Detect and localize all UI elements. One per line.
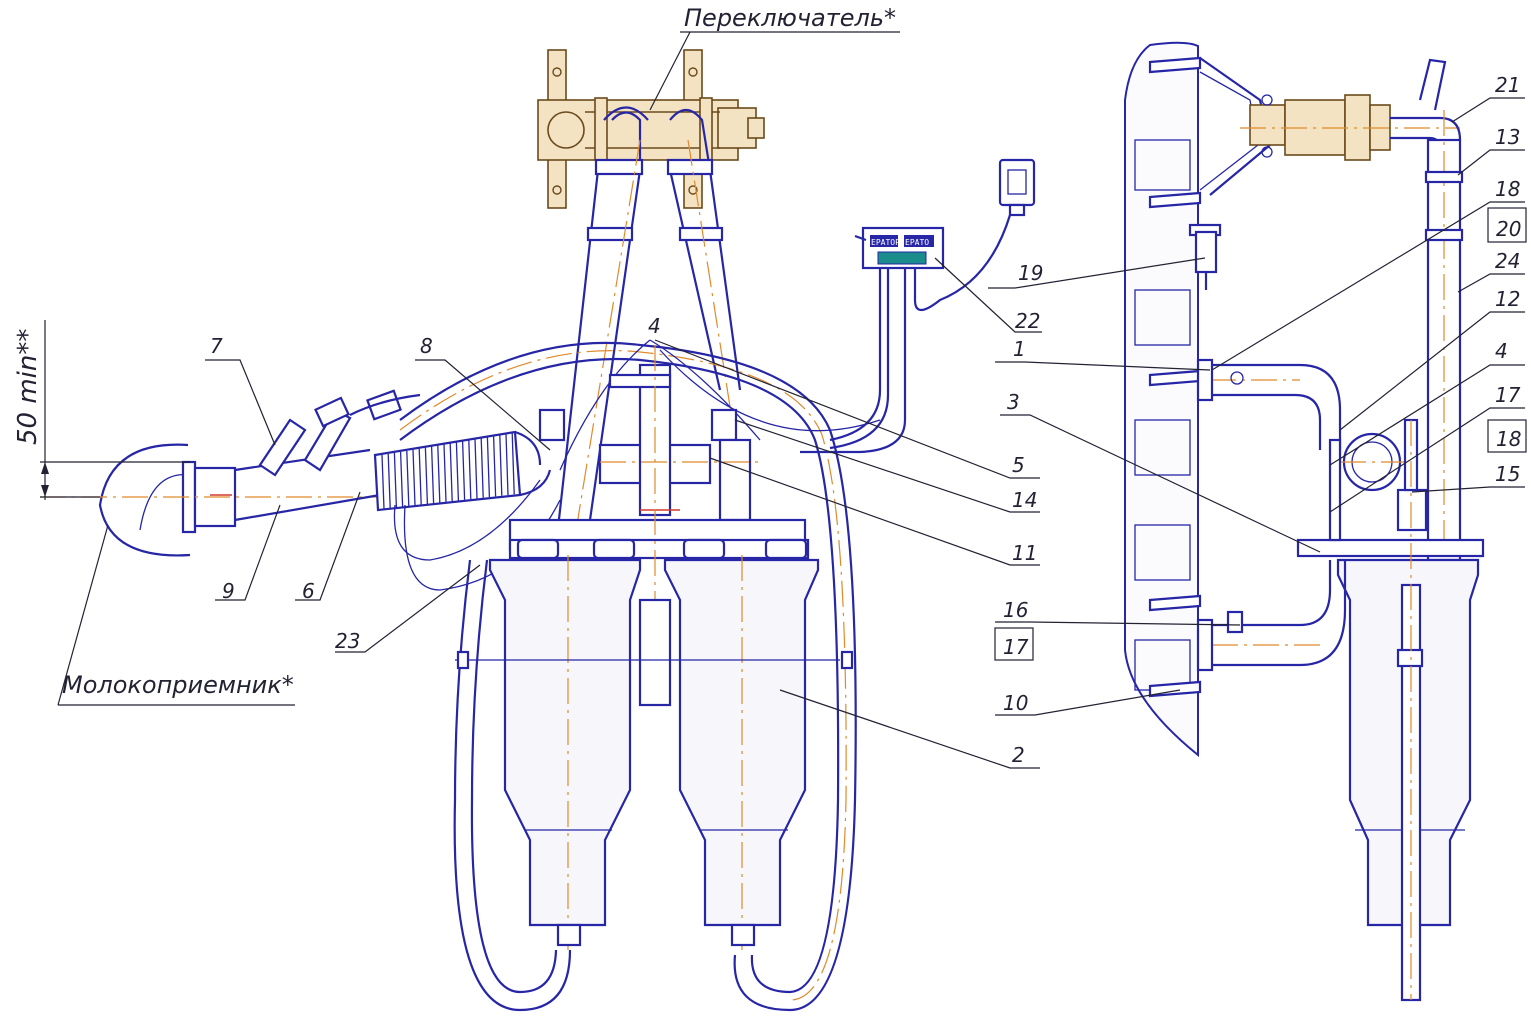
callout-13: 13 (1495, 125, 1520, 149)
controller-display-right: ЕРАТО (905, 238, 929, 247)
wall-anchors (1148, 56, 1202, 698)
callout-24: 24 (1495, 249, 1520, 273)
vertical-tube (1424, 110, 1464, 570)
callout-23: 23 (335, 629, 360, 653)
corrugated-hose (373, 430, 552, 512)
callout-17-side: 17 (1495, 383, 1521, 407)
callout-4-front: 4 (648, 314, 661, 338)
callout-2: 2 (1012, 743, 1025, 767)
callout-4-side: 4 (1495, 339, 1508, 363)
side-jar (1296, 418, 1485, 1002)
manifold (508, 345, 810, 707)
milk-receiver-nozzle (40, 443, 380, 557)
callout-8: 8 (420, 334, 433, 358)
callout-18-top: 18 (1495, 177, 1520, 201)
switch-block (537, 49, 765, 209)
callout-16: 16 (1003, 598, 1028, 622)
milk-jars (455, 538, 854, 950)
milk-receiver-label: Молокоприемник* (62, 671, 294, 699)
controller-display-left: ЕРАТОР (871, 238, 900, 247)
callout-18-side: 18 (1496, 427, 1521, 451)
callout-12: 12 (1495, 287, 1520, 311)
lower-pipe (1196, 560, 1347, 672)
callout-6: 6 (302, 579, 315, 603)
callout-17-lower: 17 (1003, 635, 1029, 659)
callout-11: 11 (1012, 541, 1037, 565)
wall (1124, 41, 1199, 758)
dimension-label: 50 min** (13, 329, 43, 445)
callout-19: 19 (1018, 261, 1043, 285)
callout-9: 9 (222, 579, 235, 603)
callout-10: 10 (1003, 691, 1028, 715)
vacuum-hose (399, 341, 857, 1012)
side-callouts: 21 13 18 20 24 12 1 3 4 17 18 15 16 17 1… (994, 73, 1527, 716)
callout-14: 14 (1012, 488, 1037, 512)
callout-15: 15 (1495, 462, 1520, 486)
callout-milk-receiver: Молокоприемник* (57, 524, 295, 706)
callout-7: 7 (210, 334, 223, 358)
milk-tube-9 (234, 389, 421, 522)
sensor-wires (393, 339, 881, 591)
front-view: ЕРАТОР ЕРАТО (40, 49, 1036, 1012)
callout-switch: Переключатель* (649, 4, 900, 111)
dimension-50min: 50 min** (13, 320, 190, 500)
callout-5: 5 (1012, 453, 1025, 477)
upper-bracket (1199, 57, 1462, 196)
callout-3: 3 (1007, 390, 1020, 414)
controller: ЕРАТОР ЕРАТО (800, 158, 1036, 454)
upper-pipe (1196, 358, 1405, 492)
sensor-19 (1188, 223, 1222, 290)
callout-20: 20 (1496, 217, 1521, 241)
callout-21: 21 (1495, 73, 1520, 97)
side-view (1124, 41, 1485, 1002)
callout-1: 1 (1013, 337, 1026, 361)
front-callouts: 7 8 9 6 23 5 4 14 11 2 19 22 (205, 257, 1206, 769)
switch-label: Переключатель* (684, 4, 896, 32)
callout-22: 22 (1015, 309, 1040, 333)
